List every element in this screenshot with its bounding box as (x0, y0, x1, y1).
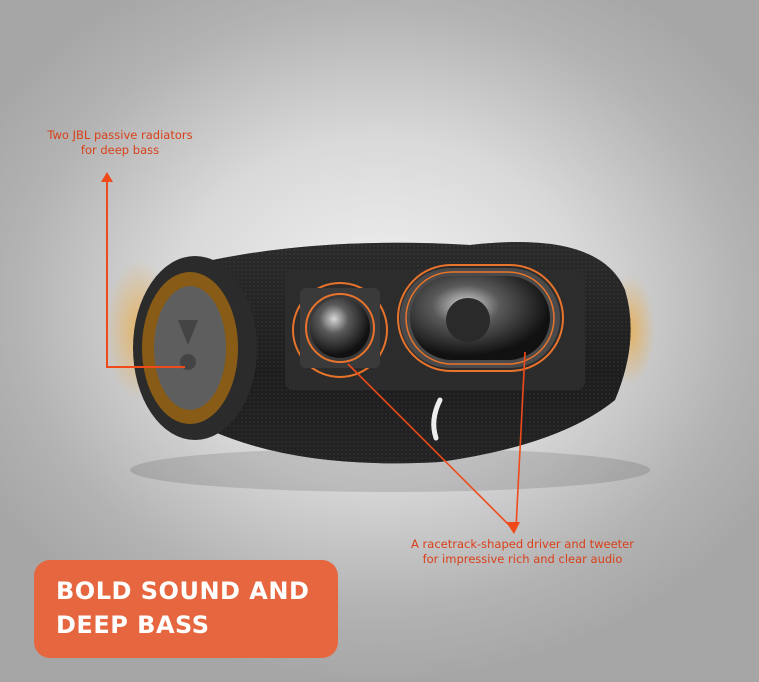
radiator-arrow-line (106, 180, 185, 368)
headline-line1: BOLD SOUND AND (56, 577, 310, 605)
radiator-callout-line1: Two JBL passive radiators (47, 128, 193, 142)
headline-badge: BOLD SOUND AND DEEP BASS (34, 560, 338, 658)
driver-callout-line1: A racetrack-shaped driver and tweeter (411, 537, 634, 551)
driver-callout: A racetrack-shaped driver and tweeter fo… (395, 537, 650, 567)
driver-callout-line2: for impressive rich and clear audio (422, 552, 623, 566)
radiator-callout: Two JBL passive radiators for deep bass (30, 128, 210, 158)
radiator-callout-line2: for deep bass (80, 143, 160, 157)
headline-line2: DEEP BASS (56, 611, 210, 639)
